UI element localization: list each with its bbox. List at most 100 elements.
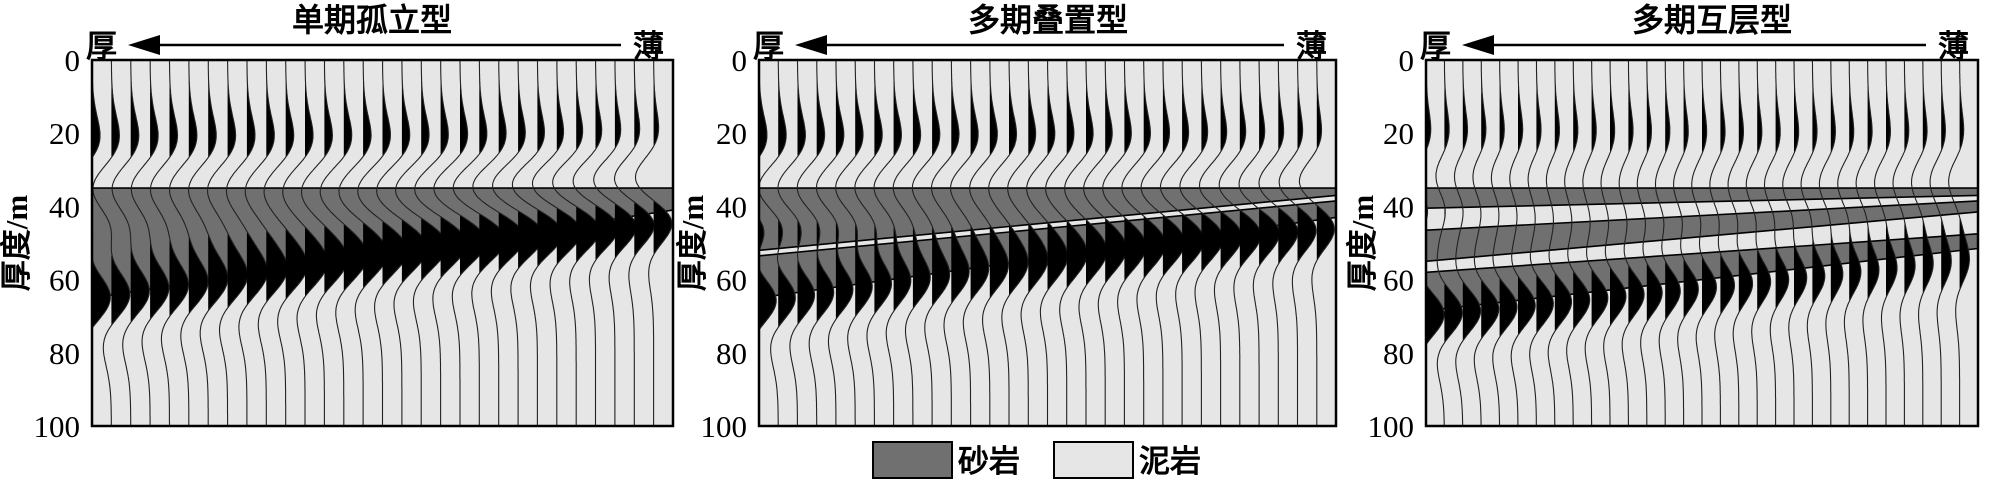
seismic-trace	[188, 60, 229, 426]
trace-wiggle	[1435, 60, 1463, 426]
trace-positive-fill	[1028, 60, 1048, 426]
y-tick-label: 20	[1383, 116, 1414, 151]
trace-positive-fill	[1297, 60, 1317, 426]
thinning-arrow	[795, 35, 1284, 55]
y-tick-label: 40	[1383, 189, 1414, 224]
trace-positive-fill	[1182, 60, 1204, 426]
seismic-trace	[1218, 60, 1262, 426]
seismic-trace	[1026, 60, 1068, 426]
trace-positive-fill	[1941, 60, 1952, 426]
trace-wiggle	[1426, 60, 1445, 426]
trace-wiggle	[169, 60, 209, 426]
trace-positive-fill	[970, 60, 989, 426]
seismic-trace	[1490, 60, 1518, 426]
trace-wiggle	[282, 60, 328, 426]
y-tick-label: 60	[716, 263, 747, 298]
trace-wiggle	[300, 60, 348, 426]
trace-wiggle	[1727, 60, 1754, 426]
seismic-trace	[1509, 60, 1536, 426]
trace-wiggle	[613, 60, 655, 426]
y-axis-label: 厚度/m	[0, 195, 34, 292]
trace-positive-fill	[440, 60, 467, 426]
seismic-trace	[1818, 60, 1844, 426]
y-tick-label: 0	[732, 43, 748, 78]
trace-positive-fill	[285, 60, 308, 426]
trace-positive-fill	[1066, 60, 1088, 426]
trace-positive-fill	[401, 60, 428, 426]
trace-wiggle	[1564, 60, 1591, 426]
y-tick-label: 100	[1368, 409, 1415, 444]
seismic-trace	[796, 60, 835, 426]
seismic-trace	[1238, 60, 1280, 426]
seismic-trace	[149, 60, 190, 426]
seismic-trace	[1426, 60, 1445, 426]
trace-wiggle	[1709, 60, 1736, 426]
seismic-trace	[1453, 60, 1482, 426]
trace-wiggle	[759, 60, 777, 426]
trace-wiggle	[1948, 60, 1970, 426]
trace-positive-fill	[324, 60, 348, 426]
y-tick-label: 40	[716, 189, 747, 224]
trace-positive-fill	[1143, 60, 1166, 426]
trace-positive-fill	[576, 60, 600, 426]
seismic-trace	[1618, 60, 1645, 426]
seismic-trace	[892, 60, 931, 426]
trace-positive-fill	[479, 60, 506, 426]
trace-wiggle	[1472, 60, 1500, 426]
seismic-traces	[759, 60, 1335, 426]
seismic-trace	[835, 60, 873, 426]
trace-wiggle	[1654, 60, 1681, 426]
seismic-trace	[777, 60, 816, 426]
y-tick-label: 80	[716, 336, 747, 371]
trace-wiggle	[634, 60, 673, 426]
thick-label: 厚	[86, 29, 117, 64]
trace-positive-fill	[266, 60, 288, 426]
seismic-trace	[1948, 60, 1970, 426]
seismic-trace	[1800, 60, 1826, 426]
seismic-trace	[225, 60, 268, 426]
trace-positive-fill	[912, 60, 931, 426]
y-tick-label: 60	[1383, 263, 1414, 298]
sand-layer	[1426, 200, 1978, 263]
trace-wiggle	[1636, 60, 1663, 426]
thin-label: 薄	[1938, 29, 1969, 64]
y-tick-label: 100	[701, 409, 748, 444]
trace-wiggle	[930, 60, 970, 426]
plot-frame	[90, 58, 675, 428]
panel-title: 多期互层型	[1632, 2, 1792, 38]
trace-positive-fill	[518, 60, 544, 426]
seismic-trace	[1045, 60, 1088, 426]
seismic-trace	[319, 60, 368, 426]
trace-positive-fill	[595, 60, 618, 426]
trace-wiggle	[950, 60, 990, 426]
trace-wiggle	[1818, 60, 1844, 426]
seismic-trace	[815, 60, 854, 426]
seismic-trace	[1564, 60, 1591, 426]
seismic-trace	[1545, 60, 1573, 426]
panel-title: 多期叠置型	[968, 2, 1128, 38]
y-tick-label: 20	[49, 116, 80, 151]
seismic-trace	[613, 60, 655, 426]
trace-wiggle	[1929, 60, 1952, 426]
trace-positive-fill	[1426, 60, 1445, 426]
trace-wiggle	[92, 60, 111, 426]
panel-2: 多期叠置型厚薄厚度/m020406080100	[675, 2, 1338, 444]
y-tick-label: 100	[34, 409, 81, 444]
plot-frame	[1424, 58, 1980, 428]
seismic-trace	[92, 60, 111, 426]
plot-area	[92, 60, 673, 426]
trace-wiggle	[1278, 60, 1317, 426]
seismic-trace	[1910, 60, 1934, 426]
seismic-trace	[950, 60, 990, 426]
trace-wiggle	[759, 60, 796, 426]
seismic-trace	[1472, 60, 1500, 426]
seismic-traces	[92, 60, 673, 426]
seismic-trace	[1929, 60, 1952, 426]
seismic-trace	[759, 60, 777, 426]
thin-label: 薄	[633, 29, 664, 64]
legend-label-mud: 泥岩	[1139, 444, 1201, 479]
trace-wiggle	[1763, 60, 1790, 426]
seismic-trace	[1064, 60, 1108, 426]
trace-wiggle	[1509, 60, 1536, 426]
